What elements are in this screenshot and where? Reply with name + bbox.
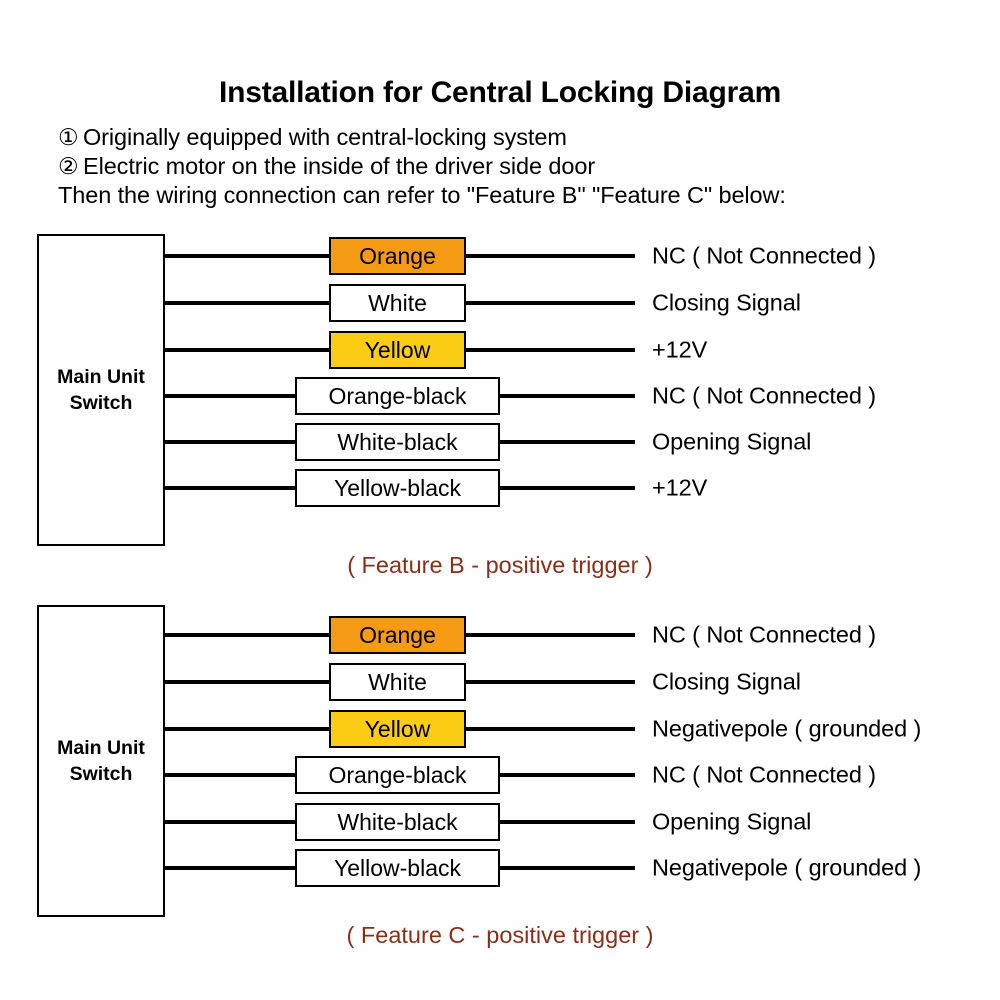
wire-function-label: +12V <box>652 336 708 363</box>
wire-label-chip: Orange <box>329 237 466 275</box>
wire-segment-left <box>165 726 329 732</box>
wire-function-label: Negativepole ( grounded ) <box>652 715 922 742</box>
wire-row: Yellow +12V <box>0 330 1000 370</box>
wire-function-label: NC ( Not Connected ) <box>652 761 876 788</box>
main-unit-label-line1: Main Unit <box>57 736 145 759</box>
wire-function-label: NC ( Not Connected ) <box>652 382 876 409</box>
caption-feature-b: ( Feature B - positive trigger ) <box>347 552 653 578</box>
wire-segment-right <box>500 439 635 445</box>
wire-row: White Closing Signal <box>0 662 1000 702</box>
wire-function-label: Closing Signal <box>652 668 801 695</box>
wire-row: White Closing Signal <box>0 283 1000 323</box>
wire-label-chip: White <box>329 663 466 701</box>
wire-row: White-black Opening Signal <box>0 422 1000 462</box>
wire-segment-left <box>165 679 329 685</box>
main-unit-label-line2: Switch <box>69 392 133 414</box>
wire-row: Yellow-black Negativepole ( grounded ) <box>0 848 1000 888</box>
wire-segment-right <box>466 679 635 685</box>
wire-label-chip: White <box>329 284 466 322</box>
wire-segment-right <box>500 393 635 399</box>
wire-segment-left <box>165 393 295 399</box>
wire-label-chip: Orange-black <box>295 756 500 794</box>
wire-row: Orange NC ( Not Connected ) <box>0 615 1000 655</box>
wire-label-chip: White-black <box>295 423 500 461</box>
wire-row: Orange NC ( Not Connected ) <box>0 236 1000 276</box>
wire-segment-right <box>466 726 635 732</box>
wire-row: Orange-black NC ( Not Connected ) <box>0 755 1000 795</box>
wire-label-chip: Orange-black <box>295 377 500 415</box>
wire-row: Orange-black NC ( Not Connected ) <box>0 376 1000 416</box>
wire-function-label: +12V <box>652 474 708 501</box>
page-title: Installation for Central Locking Diagram <box>218 76 782 109</box>
note-line-3: Then the wiring connection can refer to … <box>58 182 786 209</box>
wire-segment-right <box>466 253 635 259</box>
wire-segment-left <box>165 772 295 778</box>
wire-segment-left <box>165 253 329 259</box>
wire-function-label: Opening Signal <box>652 808 812 835</box>
wire-segment-right <box>500 819 635 825</box>
wire-row: White-black Opening Signal <box>0 802 1000 842</box>
wire-function-label: NC ( Not Connected ) <box>652 242 876 269</box>
note-text-2: Electric motor on the inside of the driv… <box>83 153 596 179</box>
wire-segment-left <box>165 439 295 445</box>
note-marker-2: ② <box>58 153 79 179</box>
wire-segment-right <box>466 347 635 353</box>
wire-segment-right <box>500 772 635 778</box>
wire-row: Yellow Negativepole ( grounded ) <box>0 709 1000 749</box>
wire-row: Yellow-black +12V <box>0 468 1000 508</box>
wire-label-chip: White-black <box>295 803 500 841</box>
wire-segment-left <box>165 819 295 825</box>
wire-segment-left <box>165 347 329 353</box>
wire-segment-left <box>165 485 295 491</box>
note-text-1: Originally equipped with central-locking… <box>83 124 567 150</box>
wire-segment-right <box>466 632 635 638</box>
wire-label-chip: Yellow-black <box>295 469 500 507</box>
wire-segment-right <box>466 300 635 306</box>
wire-function-label: NC ( Not Connected ) <box>652 621 876 648</box>
wire-label-chip: Yellow-black <box>295 849 500 887</box>
note-marker-1: ① <box>58 124 79 150</box>
wire-label-chip: Yellow <box>329 331 466 369</box>
main-unit-label-line2: Switch <box>69 763 133 785</box>
wire-segment-left <box>165 632 329 638</box>
wire-label-chip: Yellow <box>329 710 466 748</box>
wire-label-chip: Orange <box>329 616 466 654</box>
wire-segment-right <box>500 485 635 491</box>
wire-function-label: Negativepole ( grounded ) <box>652 854 922 881</box>
wire-segment-left <box>165 300 329 306</box>
main-unit-label-line1: Main Unit <box>57 365 145 388</box>
note-text-3: Then the wiring connection can refer to … <box>58 182 786 208</box>
wire-segment-left <box>165 865 295 871</box>
caption-feature-c: ( Feature C - positive trigger ) <box>346 922 654 948</box>
wire-function-label: Closing Signal <box>652 289 801 316</box>
wire-segment-right <box>500 865 635 871</box>
wire-function-label: Opening Signal <box>652 428 812 455</box>
